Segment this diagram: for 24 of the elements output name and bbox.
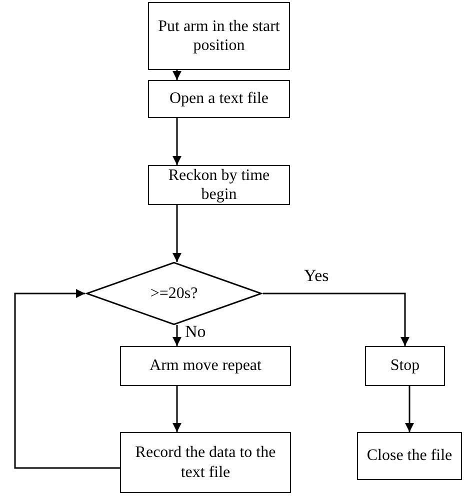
process-box: [120, 432, 291, 493]
process-box: [148, 80, 290, 118]
node-text: Arm move repeat: [150, 356, 262, 376]
process-box: [148, 2, 290, 70]
node-text: >=20s?: [150, 284, 198, 304]
node-text: Record the data to the text file: [134, 443, 277, 482]
arrow: [172, 205, 182, 262]
arrow: [14, 289, 120, 469]
arrow: [172, 118, 182, 165]
arrow: [172, 70, 182, 80]
process-box: [365, 346, 445, 386]
process-box: [120, 346, 291, 386]
node-text: Stop: [390, 356, 420, 376]
process-box: [148, 165, 290, 205]
arrow: [172, 386, 182, 432]
node-text: Close the file: [366, 446, 452, 466]
decision-diamond: [85, 262, 263, 325]
arrow: [263, 292, 410, 346]
node-text: Put arm in the start position: [157, 16, 281, 56]
node-text: Reckon by time begin: [167, 166, 271, 204]
node-text: Open a text file: [169, 89, 269, 109]
process-box: [357, 432, 462, 480]
arrow: [405, 386, 414, 432]
arrow: [172, 325, 182, 346]
